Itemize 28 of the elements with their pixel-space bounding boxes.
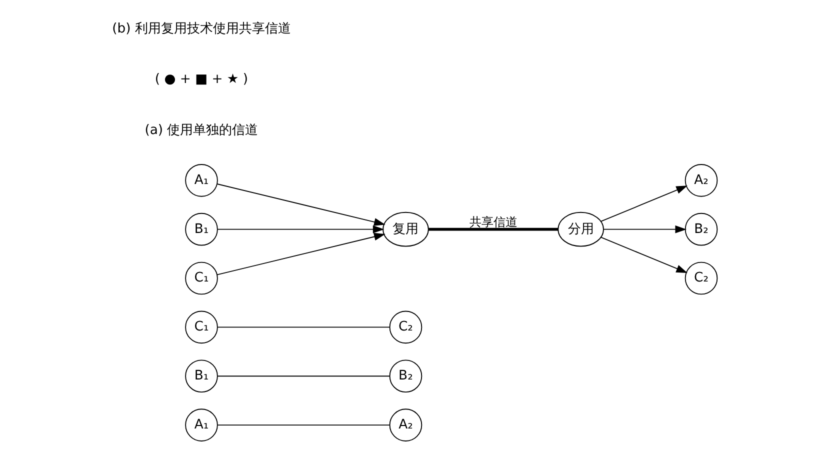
node-circle: B₂ (389, 360, 422, 393)
connector (428, 228, 558, 231)
node-circle: C₁ (185, 262, 218, 295)
arrow (600, 186, 688, 222)
node-circle: A₂ (684, 164, 718, 197)
connector (217, 326, 390, 328)
arrow (217, 225, 384, 234)
edge-label: 共享信道 (469, 214, 518, 229)
label: (b) 利用复用技术使用共享信道 (112, 21, 291, 36)
arrow (603, 225, 687, 234)
node-circle: B₁ (185, 212, 218, 246)
node-ellipse: 复用 (382, 212, 429, 247)
node-circle: C₂ (684, 262, 718, 295)
arrow (600, 236, 688, 273)
label: ( ● + ■ + ★ ) (154, 72, 248, 88)
node-circle: C₂ (389, 310, 422, 344)
node-ellipse: 分用 (558, 212, 604, 247)
node-circle: B₁ (185, 360, 218, 393)
connector (217, 424, 390, 426)
connector (217, 376, 390, 377)
node-circle: B₂ (684, 212, 718, 246)
label: (a) 使用单独的信道 (144, 123, 258, 138)
node-circle: C₁ (185, 310, 218, 344)
node-circle: A₁ (185, 164, 218, 197)
arrow (216, 184, 386, 226)
node-circle: A₂ (389, 408, 422, 442)
arrow (216, 232, 386, 276)
node-circle: A₁ (185, 408, 218, 442)
